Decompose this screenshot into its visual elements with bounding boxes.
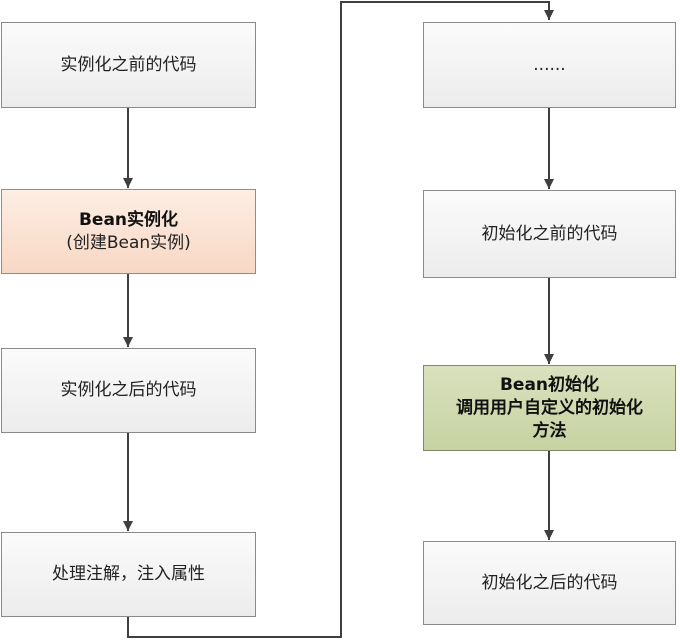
node-after-initialization: 初始化之后的代码: [423, 541, 676, 625]
node-after-instantiation: 实例化之后的代码: [1, 348, 256, 433]
node-label: 初始化之后的代码: [481, 572, 618, 593]
node-title: Bean初始化: [499, 374, 600, 395]
node-ellipsis: ......: [423, 22, 676, 108]
node-before-initialization: 初始化之前的代码: [423, 190, 676, 278]
node-subtitle-continued: 方法: [532, 420, 567, 441]
node-before-instantiation: 实例化之前的代码: [1, 22, 256, 108]
node-label: 初始化之前的代码: [481, 223, 618, 244]
node-subtitle: (创建Bean实例): [66, 232, 191, 253]
node-label: 实例化之后的代码: [60, 380, 197, 400]
node-label: ......: [533, 54, 566, 75]
node-process-annotations: 处理注解，注入属性: [1, 532, 256, 617]
node-bean-initialization: Bean初始化 调用用户自定义的初始化 方法: [423, 365, 676, 451]
node-label: 实例化之前的代码: [60, 54, 197, 75]
node-bean-instantiation: Bean实例化 (创建Bean实例): [1, 189, 256, 274]
node-title: Bean实例化: [78, 209, 179, 230]
node-subtitle: 调用用户自定义的初始化: [456, 397, 643, 418]
node-label: 处理注解，注入属性: [52, 564, 205, 584]
